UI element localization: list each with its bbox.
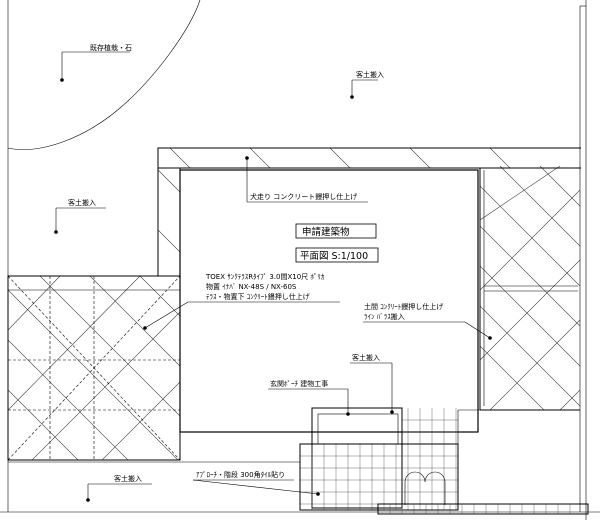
approach-tiles — [299, 407, 589, 515]
label-soil-mid: 客土搬入 — [352, 353, 380, 362]
leader-lines — [54, 51, 492, 502]
label-drip-edge: 犬走り コンクリート鏝押し仕上げ — [250, 192, 357, 201]
terrace-line2: 物置 ｲﾅﾊﾞ NX-48S / NX-60S — [206, 282, 297, 291]
label-soil-left: 客土搬入 — [68, 198, 96, 207]
label-soil-bottom: 客土搬入 — [114, 474, 142, 483]
terrace-line1: TOEX ｻﾝｸﾃﾗｽRﾀｲﾌﾟ 3.0間X10尺 ﾎﾟﾘｶ — [205, 273, 325, 281]
dirt-floor-hatch — [480, 166, 580, 410]
building-outline — [179, 169, 479, 433]
dirt-floor-line2: ﾗｲﾝ ﾊﾞﾗｽ搬入 — [364, 312, 405, 321]
dirt-floor-line1: 土間 ｺﾝｸﾘｰﾄ鏝押し仕上げ — [364, 302, 443, 311]
scale-label: 平面図 S:1/100 — [300, 251, 368, 262]
scale-box — [295, 247, 379, 263]
existing-planting-boundary — [7, 0, 201, 150]
label-existing-planting: 既存植栽・石 — [90, 43, 132, 52]
left-strip-hatch — [158, 169, 180, 253]
terrace-area — [8, 276, 180, 460]
label-porch: 玄関ﾎﾟｰﾁ 建物工事 — [270, 379, 328, 388]
building-title-box — [295, 223, 377, 239]
label-soil-top-right: 客土搬入 — [356, 70, 384, 79]
label-approach: ｱﾌﾟﾛｰﾁ・階段 300角ﾀｲﾙ貼り — [196, 470, 285, 479]
drip-edge-hatch — [169, 148, 511, 168]
building-title: 申請建築物 — [302, 226, 350, 238]
terrace-line3: ﾃﾗｽ・物置下 ｺﾝｸﾘｰﾄ鏝押し仕上げ — [206, 292, 310, 301]
